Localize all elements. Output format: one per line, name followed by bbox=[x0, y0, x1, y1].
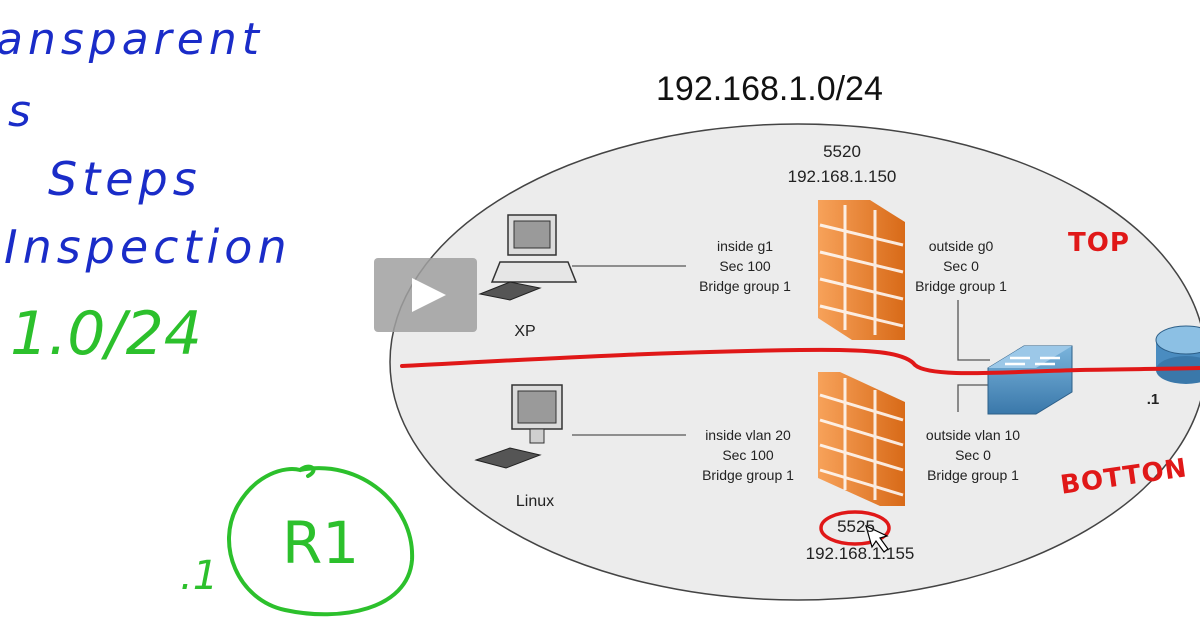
link-fw-bottom-switch bbox=[957, 384, 990, 412]
video-play-button[interactable] bbox=[374, 258, 477, 332]
firewall-top-icon bbox=[818, 200, 905, 340]
network-title: 192.168.1.0/24 bbox=[656, 70, 883, 108]
note-transparent: ansparent bbox=[0, 14, 264, 65]
link-fw-top-switch bbox=[957, 300, 990, 361]
fw-top-inside-line: Sec 100 bbox=[719, 258, 771, 274]
fw-bottom-inside-line: Bridge group 1 bbox=[702, 467, 794, 483]
pen-circle-model bbox=[819, 510, 891, 546]
router-icon bbox=[1155, 325, 1200, 384]
note-vs: s bbox=[8, 86, 36, 137]
note-top: TOP bbox=[1068, 228, 1130, 258]
pen-divider-line bbox=[400, 347, 1200, 376]
subnet-ellipse bbox=[389, 123, 1200, 601]
fw-bottom-inside-line: inside vlan 20 bbox=[705, 427, 791, 443]
fw-bottom-outside-line: Bridge group 1 bbox=[927, 467, 1019, 483]
fw-bottom-outside-line: Sec 0 bbox=[955, 447, 991, 463]
fw-top-inside-line: Bridge group 1 bbox=[699, 278, 791, 294]
fw-top-inside-line: inside g1 bbox=[716, 238, 774, 254]
fw-top-outside-line: Bridge group 1 bbox=[915, 278, 1007, 294]
fw-bottom-outside-label: outside vlan 10 Sec 0 Bridge group 1 bbox=[906, 425, 1040, 485]
linux-computer-icon bbox=[474, 384, 563, 469]
fw-top-model: 5520 bbox=[823, 142, 861, 161]
fw-top-ip: 192.168.1.150 bbox=[787, 167, 897, 186]
fw-top-outside-label: outside g0 Sec 0 Bridge group 1 bbox=[896, 236, 1026, 296]
fw-top-inside-label: inside g1 Sec 100 Bridge group 1 bbox=[680, 236, 810, 296]
note-r1-dot: .1 bbox=[180, 553, 219, 599]
fw-top-outside-line: Sec 0 bbox=[943, 258, 979, 274]
switch-icon bbox=[987, 345, 1073, 415]
note-network: 1.0/24 bbox=[10, 299, 202, 369]
firewall-bottom-icon bbox=[818, 372, 905, 506]
note-inspection: Inspection bbox=[4, 220, 292, 274]
pen-r1-circle bbox=[227, 464, 415, 617]
fw-bottom-model: 5525 bbox=[837, 517, 875, 536]
fw-bottom-outside-line: outside vlan 10 bbox=[925, 427, 1021, 443]
xp-computer-icon bbox=[478, 214, 578, 301]
xp-label: XP bbox=[514, 323, 536, 340]
fw-bottom-ip: 192.168.1.155 bbox=[805, 544, 915, 563]
fw-bottom-inside-label: inside vlan 20 Sec 100 Bridge group 1 bbox=[680, 425, 816, 485]
linux-label: Linux bbox=[515, 493, 555, 510]
router-address-label: .1 bbox=[1146, 391, 1160, 408]
note-r1: R1 bbox=[282, 509, 360, 577]
fw-bottom-inside-line: Sec 100 bbox=[722, 447, 774, 463]
cursor-icon bbox=[865, 524, 889, 553]
note-steps: Steps bbox=[48, 152, 202, 206]
fw-top-outside-line: outside g0 bbox=[928, 238, 994, 254]
